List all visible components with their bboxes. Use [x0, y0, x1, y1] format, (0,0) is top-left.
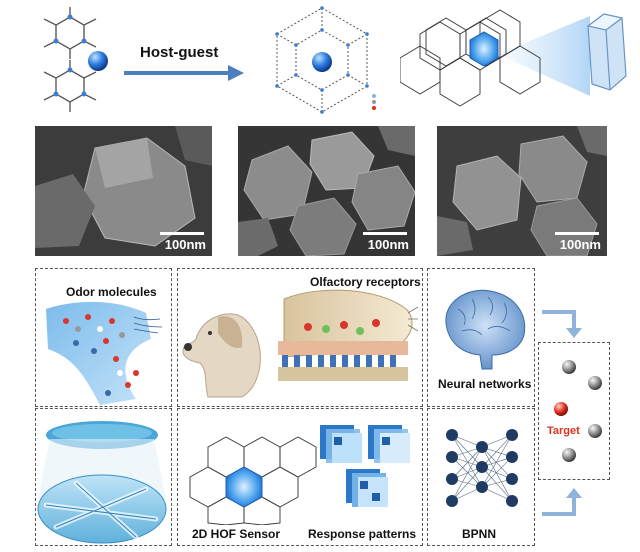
target-label: Target [547, 425, 580, 437]
fiber-network [37, 421, 167, 544]
odor-molecules-label: Odor molecules [66, 285, 157, 299]
bpnn-label: BPNN [462, 527, 497, 541]
neural-networks-label: Neural networks [438, 377, 532, 391]
host-framework [275, 6, 376, 114]
odor-plume [46, 301, 163, 405]
response-patterns-icon [320, 425, 410, 507]
sem-image-1: 100nm [35, 126, 212, 256]
host-guest-label: Host-guest [140, 44, 219, 61]
bpnn-network [446, 429, 518, 507]
panel-neural-networks: Neural networks [427, 268, 535, 407]
monomer-molecule-bottom [43, 60, 97, 112]
host-guest-arrow [124, 65, 244, 81]
panel-olfactory-receptors: Olfactory receptors [177, 268, 423, 407]
scale-bar [363, 232, 407, 235]
response-patterns-label: Response patterns [308, 527, 417, 541]
scale-label: 100nm [559, 237, 601, 252]
guest-sphere [88, 51, 108, 71]
scale-bar [160, 232, 204, 235]
top-row: Host-guest [0, 0, 640, 120]
panel-odor-molecules: Odor molecules [35, 268, 172, 407]
scale-label: 100nm [367, 237, 409, 252]
olfactory-receptors-label: Olfactory receptors [310, 275, 421, 289]
brain-icon [445, 289, 526, 370]
flow-arrow-bottom [542, 488, 582, 516]
scale-bar [555, 232, 599, 235]
sem-image-3: 100nm [437, 126, 607, 256]
monomer-molecule-top [43, 7, 97, 59]
hof-sensor-lattice [189, 436, 317, 525]
olfactory-epithelium [278, 289, 418, 381]
flow-arrow-top [542, 310, 582, 338]
panel-hof-fibers [35, 408, 172, 546]
panel-bpnn: BPNN [427, 408, 535, 546]
hof-sensor-label: 2D HOF Sensor [192, 527, 281, 541]
scale-label: 100nm [164, 237, 206, 252]
sem-image-2: 100nm [238, 126, 415, 256]
panel-target: Target [538, 342, 610, 480]
target-molecules [554, 360, 602, 462]
dog-head [182, 313, 261, 398]
layered-hof-crystal [400, 9, 627, 107]
panel-hof-sensor: 2D HOF Sensor Response patterns [177, 408, 423, 546]
